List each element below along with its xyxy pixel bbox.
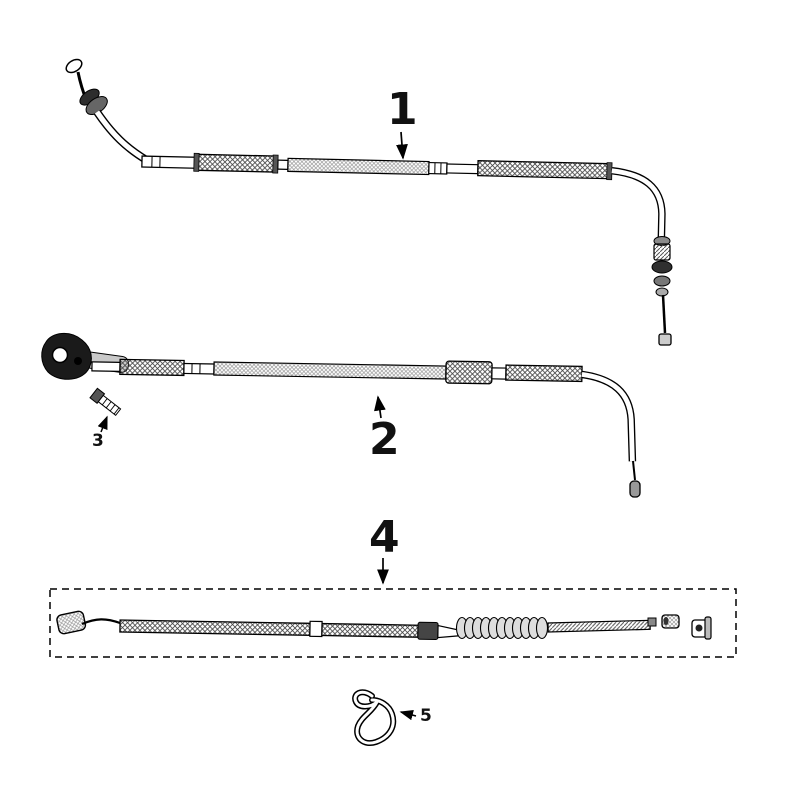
- cable1-end-barrel: [65, 58, 83, 74]
- cable2-end-cap: [629, 480, 641, 498]
- callout-label-3: 3: [92, 431, 104, 451]
- cable1-lower-adjuster: [651, 236, 673, 346]
- cable-end-fittings: [661, 614, 712, 640]
- arrow-to-part-5: [399, 710, 417, 721]
- callout-label-1: 1: [387, 84, 418, 135]
- arrow-to-part-2: [374, 395, 386, 419]
- part-1-cable: [65, 58, 673, 346]
- callout-label-5: 5: [420, 706, 432, 726]
- arrow-to-part-1: [396, 131, 408, 160]
- part-2-cable: [41, 333, 641, 498]
- spring-coil: [455, 616, 549, 640]
- callout-label-4: 4: [369, 512, 400, 563]
- part-3-bolt: [89, 387, 122, 417]
- part-5-clip: [352, 689, 397, 746]
- part-4-cable: [56, 610, 712, 641]
- callout-label-2: 2: [369, 414, 400, 465]
- cable1-adjuster: [79, 88, 108, 115]
- arrow-to-part-3: [97, 415, 108, 433]
- part-4-dashed-box: [49, 588, 737, 658]
